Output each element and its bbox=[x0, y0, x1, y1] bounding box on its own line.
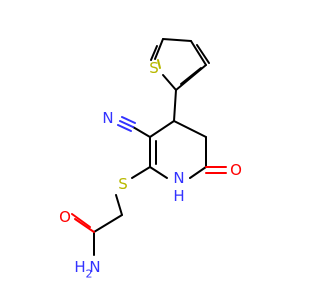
thioether-sulfur-atom: S bbox=[118, 175, 128, 193]
thiophene-ring: S bbox=[149, 38, 210, 91]
bond-thiophene-c3-c2 bbox=[154, 38, 164, 60]
bond-thiophene-s-c2 bbox=[157, 59, 161, 69]
bond-thiophene-c3-c2-double bbox=[150, 45, 158, 61]
bond-c5-c4 bbox=[173, 120, 207, 138]
bond-c4-c3 bbox=[149, 120, 175, 138]
bond-amide-c-o bbox=[74, 218, 95, 233]
bond-ch2-carbonyl-c bbox=[93, 214, 123, 233]
bond-c2-s bbox=[131, 166, 151, 179]
bond-s-ch2 bbox=[115, 194, 123, 216]
ring-nh-hydrogen: H bbox=[173, 187, 184, 205]
bond-nitrile-triple-3 bbox=[117, 124, 132, 132]
bond-thiophene-c4-c5-double bbox=[196, 44, 210, 64]
bond-thiophene-c3-c4 bbox=[162, 38, 192, 42]
lactam-carbonyl: O bbox=[205, 161, 242, 179]
thioether-group: S bbox=[115, 166, 151, 216]
lactam-oxygen-atom: O bbox=[230, 161, 242, 179]
amide-h2-subscript: 2 bbox=[86, 268, 93, 281]
bond-thiophene-to-pyridone bbox=[173, 89, 177, 122]
bond-c3-nitrile-c bbox=[132, 126, 151, 138]
molecule-structure-diagram: S N H O N S O N bbox=[59, 38, 242, 281]
amide-hydrogen-atom: H bbox=[74, 258, 85, 276]
pyridone-ring: N H bbox=[149, 120, 207, 205]
nitrile-group: N bbox=[102, 109, 151, 138]
acetamide-group: O N H 2 bbox=[59, 208, 123, 281]
bond-thiophene-s-c1 bbox=[162, 74, 177, 91]
bond-amide-c-o-double bbox=[71, 213, 91, 228]
bond-nitrile-triple-1 bbox=[119, 120, 134, 128]
bond-n1-c6 bbox=[189, 166, 207, 179]
ring-nitrogen-atom: N bbox=[173, 169, 184, 187]
amide-oxygen-atom: O bbox=[59, 208, 71, 226]
nitrile-nitrogen-atom: N bbox=[102, 109, 113, 127]
bond-thiophene-c4-c5 bbox=[190, 40, 207, 66]
bond-c2-n1 bbox=[149, 166, 168, 179]
amide-nitrogen-atom: N bbox=[89, 258, 100, 276]
bond-nitrile-triple-2 bbox=[121, 116, 136, 124]
thiophene-sulfur-atom: S bbox=[149, 59, 159, 77]
bond-thiophene-c1-c5-double bbox=[180, 67, 202, 85]
